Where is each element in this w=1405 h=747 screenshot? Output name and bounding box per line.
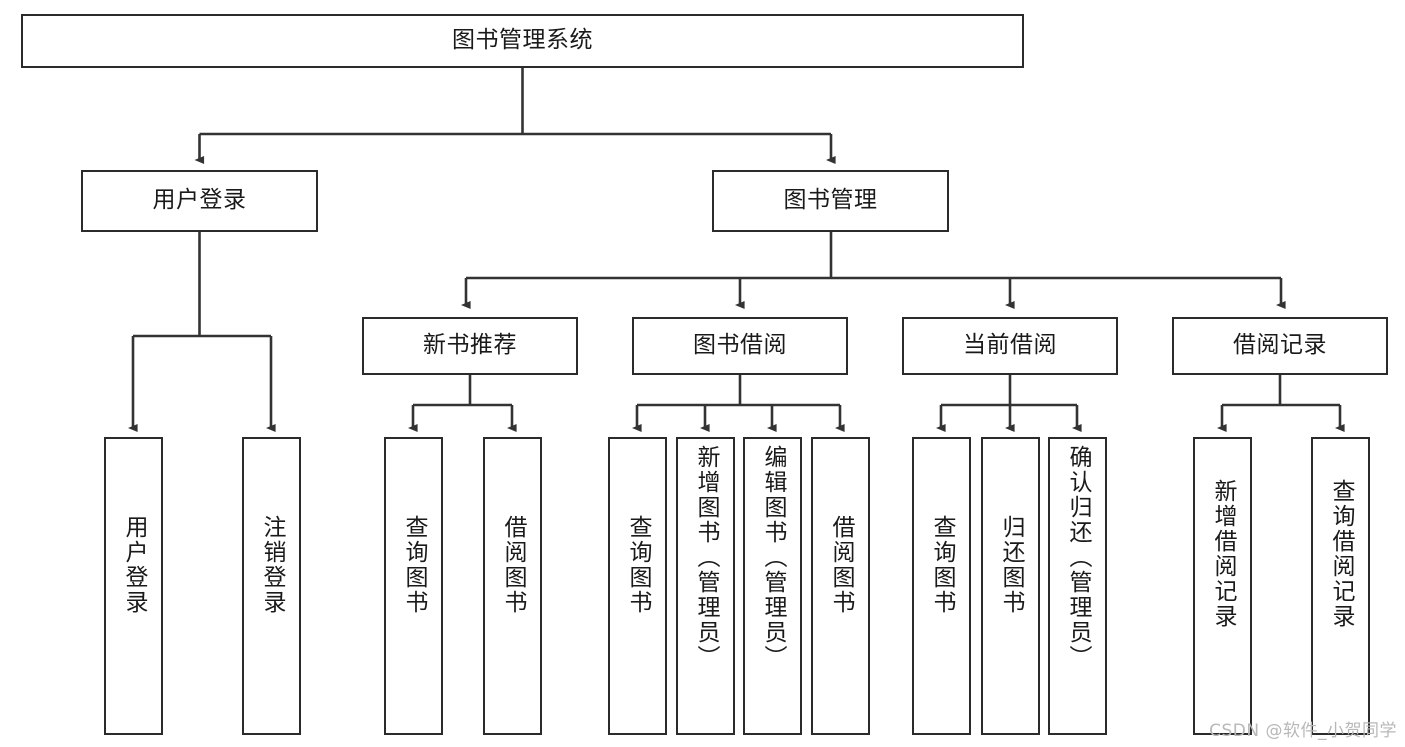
node-label: 查询图书: [929, 515, 955, 615]
node-label: 查询图书: [625, 515, 651, 615]
node-leaf-borrow-book-2[interactable]: 借阅图书: [811, 437, 870, 735]
node-label: 借阅图书: [500, 515, 526, 615]
node-label: 借阅图书: [828, 515, 854, 615]
node-leaf-user-login[interactable]: 用户登录: [104, 437, 163, 735]
node-label: 当前借阅: [963, 332, 1057, 359]
node-book-borrow[interactable]: 图书借阅: [632, 317, 848, 375]
node-label: 用户登录: [152, 187, 247, 214]
node-label: 查询借阅记录: [1328, 479, 1354, 629]
node-leaf-query-book-3[interactable]: 查询图书: [912, 437, 971, 735]
node-label: 新增图书（管理员）: [693, 445, 719, 670]
node-label: 新书推荐: [423, 332, 517, 359]
node-leaf-add-record[interactable]: 新增借阅记录: [1193, 437, 1252, 735]
node-label: 确认归还（管理员）: [1065, 445, 1091, 670]
node-label: 注销登录: [259, 515, 285, 615]
node-leaf-query-record[interactable]: 查询借阅记录: [1311, 437, 1370, 735]
node-leaf-edit-book[interactable]: 编辑图书（管理员）: [743, 437, 802, 735]
node-label: 图书管理系统: [452, 27, 593, 54]
node-label: 用户登录: [121, 515, 147, 615]
node-label: 借阅记录: [1233, 332, 1327, 359]
node-label: 归还图书: [998, 515, 1024, 615]
node-borrow-record[interactable]: 借阅记录: [1172, 317, 1388, 375]
node-book-manage[interactable]: 图书管理: [712, 170, 949, 232]
node-user-login[interactable]: 用户登录: [81, 170, 318, 232]
node-label: 查询图书: [401, 515, 427, 615]
node-leaf-logout-login[interactable]: 注销登录: [242, 437, 301, 735]
node-current-borrow[interactable]: 当前借阅: [902, 317, 1118, 375]
node-leaf-borrow-book-1[interactable]: 借阅图书: [483, 437, 542, 735]
node-label: 编辑图书（管理员）: [760, 445, 786, 670]
node-label: 新增借阅记录: [1210, 479, 1236, 629]
node-leaf-return-book[interactable]: 归还图书: [981, 437, 1040, 735]
node-label: 图书管理: [783, 187, 878, 214]
csdn-watermark: CSDN @软件_小贺同学: [1209, 721, 1397, 741]
node-root-system[interactable]: 图书管理系统: [21, 14, 1024, 68]
node-leaf-add-book[interactable]: 新增图书（管理员）: [676, 437, 735, 735]
node-leaf-confirm-return[interactable]: 确认归还（管理员）: [1048, 437, 1107, 735]
node-leaf-query-book-2[interactable]: 查询图书: [608, 437, 667, 735]
node-new-book-recommend[interactable]: 新书推荐: [362, 317, 578, 375]
node-label: 图书借阅: [693, 332, 787, 359]
node-leaf-query-book-1[interactable]: 查询图书: [384, 437, 443, 735]
